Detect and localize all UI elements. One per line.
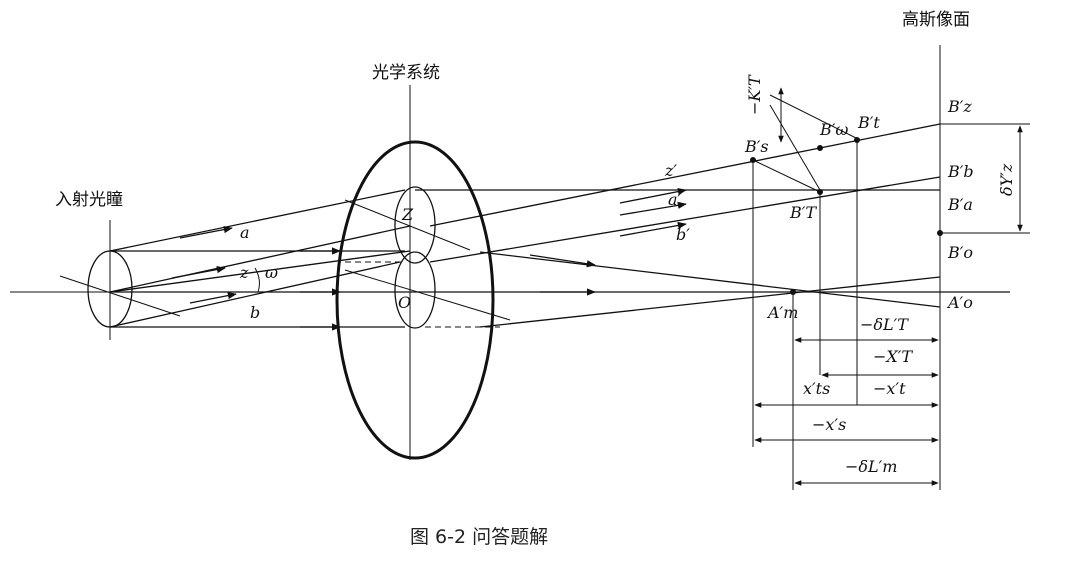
gaussian-image-plane-label: 高斯像面 (902, 10, 970, 30)
symbol-dLm: −δL′m (845, 457, 897, 476)
image-points (750, 137, 943, 295)
object-space-rays (109, 189, 500, 331)
symbol-Bo: B′o (947, 243, 973, 262)
symbol-BT: B′T (789, 203, 817, 222)
symbol-omega: ω (265, 263, 278, 282)
symbol-Bt: B′t (857, 113, 880, 132)
figure-caption: 图 6-2 问答题解 (410, 526, 548, 548)
symbol-K: −K′T (745, 74, 764, 115)
symbol-xts: x′ts (803, 379, 830, 398)
symbol-z-prime: z′ (664, 161, 677, 180)
reference-lines (752, 94, 1030, 490)
symbol-xt: −x′t (873, 379, 906, 398)
symbol-xs: −x′s (812, 415, 846, 434)
entrance-pupil-label: 入射光瞳 (55, 190, 123, 210)
symbol-a: a (240, 223, 250, 242)
symbol-dY: δY′z (997, 163, 1016, 196)
image-space-rays (415, 123, 1010, 328)
symbol-O: O (398, 293, 411, 312)
symbol-Bb: B′b (947, 162, 974, 181)
symbol-b-prime: b′ (676, 225, 690, 244)
symbol-Ao: A′o (946, 293, 973, 312)
symbol-a-prime: a′ (668, 190, 682, 209)
symbol-b: b (250, 303, 260, 322)
symbol-Bomega: B′ω (819, 120, 848, 139)
dimension-arrows (754, 87, 1023, 486)
symbol-dLT: −δL′T (860, 315, 909, 334)
optical-system-lens (335, 85, 511, 460)
symbol-z: z (239, 263, 249, 282)
optical-system-label: 光学系统 (372, 63, 440, 83)
symbol-Bz: B′z (947, 97, 972, 116)
symbol-Ba: B′a (947, 195, 973, 214)
symbol-Z: Z (401, 205, 414, 224)
symbol-XT: −X′T (873, 347, 913, 366)
symbol-Am: A′m (766, 303, 798, 322)
symbol-Bs: B′s (744, 137, 769, 156)
